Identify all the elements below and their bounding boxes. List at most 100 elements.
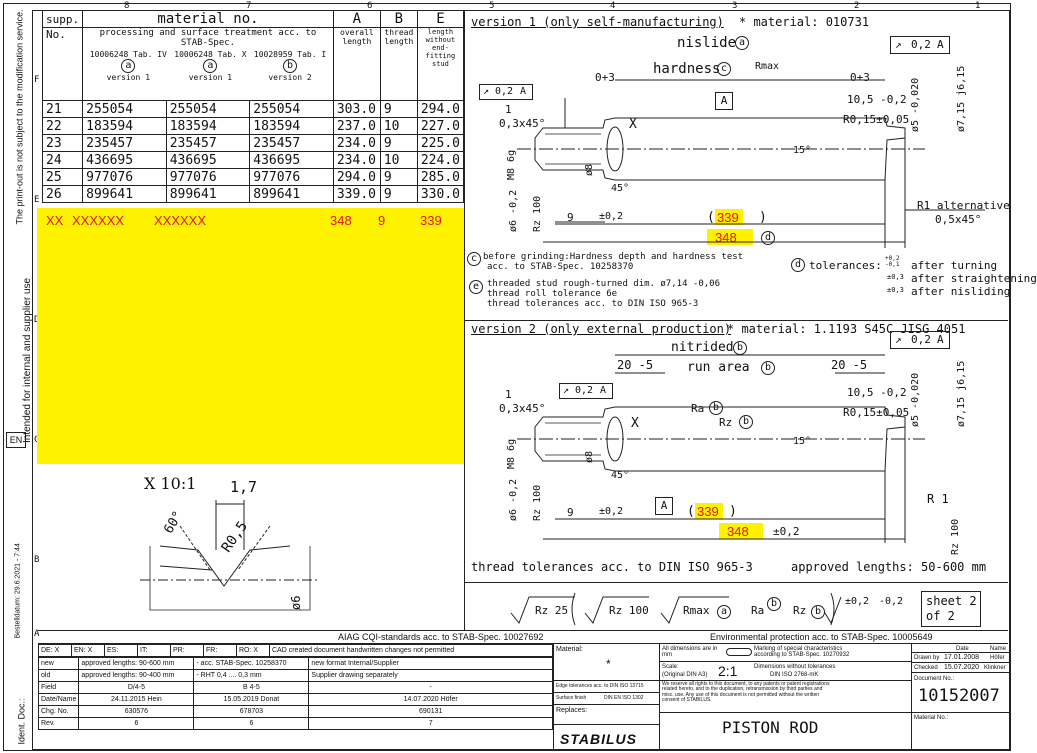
table-cell: 10	[379, 117, 418, 135]
table-cell: 339.0	[332, 185, 381, 203]
table-cell: 25	[41, 168, 84, 186]
marking-symbol	[726, 648, 752, 656]
header-b: B	[379, 10, 418, 28]
v1-pm02: ±0,2	[599, 211, 624, 222]
processing-title: processing and surface treatment acc. to…	[99, 28, 317, 48]
checked-name: Klinkner	[984, 665, 1006, 671]
v2-dim-r: R0,15±0,05	[843, 406, 910, 419]
v2-title: version 2 (only external production)	[471, 322, 732, 336]
change-history: new approved lengths: 90-600 mm - acc. S…	[37, 657, 553, 730]
old-3: Supplier drawing separately	[308, 669, 553, 682]
center-divider	[464, 10, 465, 630]
v1-circle-c: c	[717, 62, 731, 76]
v1-r1-alt: R1 alternative	[917, 199, 1010, 212]
v2-highlight-339	[695, 503, 723, 519]
v2-highlight-348	[719, 523, 763, 539]
title-block: AIAG CQI-standards acc. to STAB-Spec. 10…	[37, 630, 1009, 749]
table-cell: 24	[41, 151, 84, 169]
v1-tol-frame-left: ↗ 0,2 A	[479, 84, 533, 100]
circle-b: b	[283, 59, 298, 73]
stabilus-logo: STABILUS	[560, 731, 637, 747]
rev-1: 6	[78, 717, 195, 730]
v1-runout-icon-left: ↗	[483, 86, 490, 97]
v2-tol-value-left: 0,2	[575, 385, 594, 396]
v1-tol-frame: ↗ 0,2 A	[890, 36, 950, 54]
v1-highlight-348	[707, 229, 753, 245]
row-old-label: old	[37, 669, 80, 682]
surface-finish: Surface finish	[556, 695, 587, 701]
lang-de: DE: X	[38, 644, 72, 657]
v1-thread	[545, 133, 601, 165]
inner-frame	[32, 10, 1010, 750]
surface-rz25: Rz 25	[535, 604, 569, 617]
lang-es: ES:	[104, 644, 138, 657]
note-c-text: before grinding:Hardness depth and hardn…	[483, 252, 744, 262]
table-cell: 294.0	[416, 100, 465, 118]
col-number: 5	[489, 1, 495, 11]
header-length: length without end-fitting stud	[416, 27, 465, 101]
lang-ro: RO: X	[236, 644, 270, 657]
surface-rmax: Rmax	[683, 604, 710, 617]
v2-dim-10: 10,5 -0,2	[847, 386, 907, 399]
table-cell: 899641	[249, 185, 334, 203]
material-table: supp. material no. A B E No. processing …	[41, 10, 465, 208]
v2-datum-a-label: A	[660, 499, 668, 512]
all-dims: All dimensions are in mm	[662, 646, 718, 658]
surface-minus02: -0,2	[879, 596, 904, 607]
note-e-text-3: thread tolerances acc. to DIN ISO 965-3	[487, 299, 699, 309]
v2-approved: approved lengths: 50-600 mm	[791, 560, 987, 574]
scale-value: 2:1	[718, 663, 738, 679]
lang-en: EN: X	[71, 644, 105, 657]
rev-3: 7	[308, 717, 553, 730]
old-1: approved lengths: 90-400 mm	[78, 669, 195, 682]
v2-paren-close: )	[729, 504, 737, 519]
row-rev-label: Rev.	[37, 717, 80, 730]
drawing-frame	[3, 3, 1011, 751]
row-letter: A	[34, 629, 40, 639]
table-cell: 303.0	[332, 100, 381, 118]
v1-len-348: 348	[715, 230, 737, 245]
row-letter: C	[34, 436, 39, 445]
v1-tol-value-left: 0,2	[495, 86, 514, 97]
sheet-box: sheet 2 of 2	[921, 591, 981, 627]
detail-title: X 10:1	[144, 474, 197, 493]
row-chg-label: Chg. No.	[37, 705, 80, 718]
v2-len-339: 339	[697, 504, 719, 519]
table-cell: 235457	[165, 134, 251, 152]
v1-shaft-outline	[534, 117, 906, 181]
tol-v1: +0,2 -0,1	[885, 255, 900, 268]
header-supp: supp.	[41, 10, 84, 28]
v1-paren-close: )	[759, 210, 767, 225]
col-number: 2	[854, 1, 860, 11]
language-badge-label: EN	[9, 435, 23, 445]
table-cell: 294.0	[332, 168, 381, 186]
v2-thread	[545, 422, 601, 456]
datename-2: 15.05.2019 Donat	[193, 693, 310, 706]
v1-runout-icon: ↗	[895, 38, 902, 51]
new-row-e: 339	[420, 213, 442, 228]
v1-dim-10: 10,5 -0,2	[847, 93, 907, 106]
table-cell: 21	[41, 100, 84, 118]
language-badge: EN	[6, 432, 26, 448]
lang-it: IT:	[137, 644, 171, 657]
header-thread: thread length	[379, 27, 418, 101]
v1-hole	[606, 126, 624, 172]
v2-nine: 9	[567, 506, 574, 519]
spec-3: 10028959 Tab. I	[253, 50, 327, 59]
row-letter: B	[34, 555, 40, 565]
v1-circle-d: d	[761, 231, 775, 245]
datename-1: 24.11.2015 Hein	[78, 693, 195, 706]
drawn-date: 17.01.2008	[944, 654, 980, 661]
v1-r1-alt-2: 0,5x45°	[935, 213, 982, 226]
table-cell: 977076	[165, 168, 251, 186]
new-row-a: 348	[330, 213, 352, 228]
header-overall: overall length	[332, 27, 381, 101]
new-3: new format Internal/Supplier	[308, 657, 553, 670]
part-name: PISTON ROD	[722, 718, 819, 737]
table-cell: 224.0	[416, 151, 465, 169]
version-1-section: version 1 (only self-manufacturing) * ma…	[465, 10, 1010, 320]
table-cell: 977076	[82, 168, 167, 186]
material-label: Material:	[556, 646, 583, 653]
v1-nine: 9	[567, 211, 574, 224]
v1-zero-left: 0+3	[595, 71, 615, 84]
